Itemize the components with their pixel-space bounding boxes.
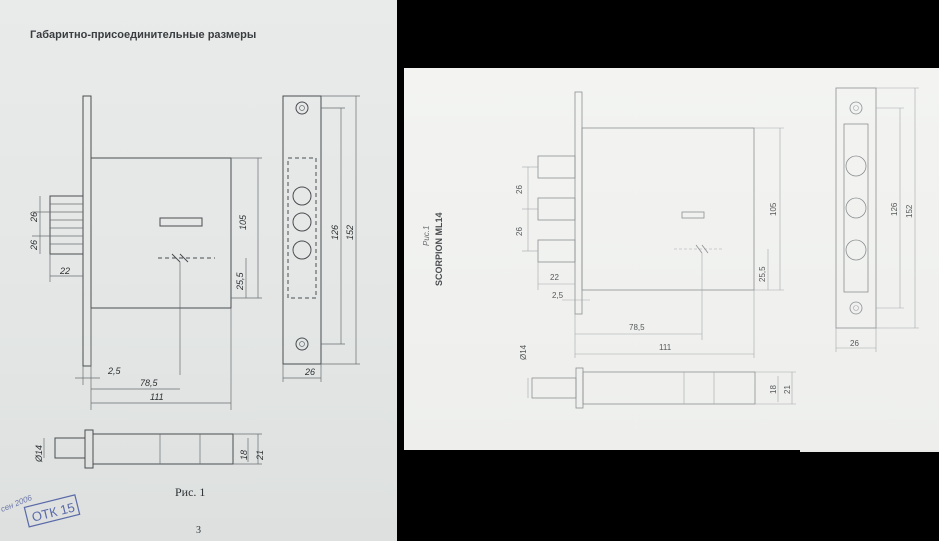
right-dim-26-top: 26 bbox=[515, 185, 524, 194]
left-dim-152: 152 bbox=[345, 225, 355, 240]
otk-stamp: ОТК 15 bbox=[23, 494, 81, 528]
left-caption: Рис. 1 bbox=[175, 485, 205, 499]
left-dim-25-5: 25,5 bbox=[235, 271, 245, 291]
left-dim-18: 18 bbox=[239, 450, 249, 460]
right-top-view-plate bbox=[575, 367, 584, 409]
right-top-view-body bbox=[582, 371, 756, 405]
left-screw-hole-top bbox=[295, 101, 309, 115]
left-dim-126: 126 bbox=[330, 225, 340, 240]
left-top-view-body bbox=[92, 433, 234, 465]
left-bolt-hole-2 bbox=[292, 212, 312, 232]
left-dim-105: 105 bbox=[238, 214, 248, 230]
left-faceplate bbox=[82, 95, 92, 367]
right-screw-hole-bottom bbox=[849, 301, 863, 315]
left-page-number: 3 bbox=[196, 525, 201, 536]
left-dim-14: Ø14 bbox=[34, 445, 44, 463]
right-bolts bbox=[537, 155, 576, 263]
left-dim-78-5: 78,5 bbox=[140, 378, 159, 388]
right-sheet-edge bbox=[800, 450, 939, 452]
right-dim-21: 21 bbox=[783, 385, 792, 394]
left-dim-22: 22 bbox=[59, 266, 70, 276]
right-caption: Рис.1 bbox=[422, 226, 431, 246]
left-key-slot bbox=[159, 217, 203, 227]
left-bolt-hole-1 bbox=[292, 186, 312, 206]
right-dim-25-5: 25,5 bbox=[758, 266, 767, 282]
right-bolt-hole-3 bbox=[845, 239, 867, 261]
right-model-name: SCORPION ML14 bbox=[434, 212, 444, 286]
right-dim-152: 152 bbox=[905, 204, 914, 218]
left-screw-hole-bottom bbox=[295, 337, 309, 351]
left-top-view-bolt bbox=[54, 437, 86, 459]
right-dim-26-width: 26 bbox=[850, 339, 859, 348]
right-faceplate-front bbox=[835, 87, 877, 329]
right-faceplate bbox=[574, 91, 583, 315]
left-bolt-hole-3 bbox=[292, 240, 312, 260]
right-bolt-hole-1 bbox=[845, 155, 867, 177]
right-lock-body bbox=[581, 127, 755, 291]
left-bolts bbox=[49, 195, 84, 255]
right-drawing-sheet: Рис.1 SCORPION ML14 26 26 22 2,5 bbox=[404, 68, 939, 450]
right-bolt-window bbox=[843, 123, 869, 293]
right-dim-78-5: 78,5 bbox=[629, 323, 645, 332]
left-spindle bbox=[158, 253, 215, 263]
left-lock-body bbox=[90, 157, 232, 309]
right-key-slot bbox=[681, 211, 705, 219]
left-dim-21: 21 bbox=[255, 450, 265, 461]
left-drawing-sheet: Габаритно-присоединительные размеры 105 … bbox=[0, 0, 397, 541]
left-bolt-window bbox=[287, 157, 317, 299]
right-top-view-bolt bbox=[531, 377, 577, 399]
left-lock-drawing: Габаритно-присоединительные размеры 105 … bbox=[0, 29, 360, 536]
right-dim-105: 105 bbox=[769, 202, 778, 216]
right-dim-126: 126 bbox=[890, 202, 899, 216]
left-faceplate-front bbox=[282, 95, 322, 365]
right-screw-hole-top bbox=[849, 101, 863, 115]
left-dim-26-width: 26 bbox=[304, 367, 315, 377]
right-lock-drawing: Рис.1 SCORPION ML14 26 26 22 2,5 bbox=[422, 87, 919, 409]
right-dim-14: Ø14 bbox=[519, 344, 528, 360]
left-dim-26-bottom: 26 bbox=[29, 240, 39, 251]
right-bolt-hole-2 bbox=[845, 197, 867, 219]
stamp-date: сен 2006 bbox=[0, 493, 34, 514]
right-dim-2-5: 2,5 bbox=[552, 291, 564, 300]
right-spindle bbox=[674, 244, 724, 254]
left-dim-2-5: 2,5 bbox=[107, 366, 122, 376]
left-top-view-plate bbox=[84, 429, 94, 469]
left-dim-26-top: 26 bbox=[29, 212, 39, 223]
right-dim-26-bottom: 26 bbox=[515, 227, 524, 236]
left-dim-111: 111 bbox=[150, 392, 164, 402]
right-dim-111: 111 bbox=[659, 343, 672, 352]
left-title: Габаритно-присоединительные размеры bbox=[30, 29, 256, 41]
right-dim-22: 22 bbox=[550, 273, 559, 282]
right-dim-18: 18 bbox=[769, 385, 778, 394]
